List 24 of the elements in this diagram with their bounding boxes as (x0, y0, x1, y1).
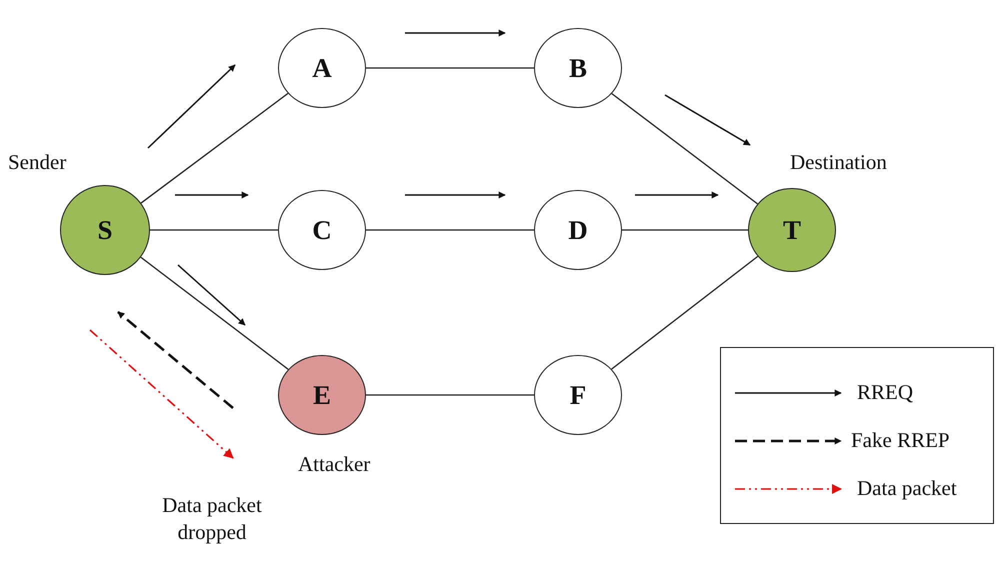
legend-label: Data packet (857, 476, 957, 501)
connector-line (622, 229, 748, 231)
node-label: F (570, 380, 586, 410)
node-caption: Destination (790, 150, 887, 175)
connector-line (366, 67, 534, 69)
connector-line (140, 256, 289, 370)
node-label: B (568, 52, 587, 84)
node-caption: Attacker (298, 452, 370, 477)
connector-line (150, 229, 278, 231)
connector-line (366, 394, 534, 396)
node-label: T (782, 214, 801, 246)
legend-label: Fake RREP (851, 428, 950, 453)
connector-line (140, 92, 288, 204)
connector-line (366, 229, 534, 231)
legend-label: RREQ (857, 380, 914, 405)
connector-line (611, 93, 758, 204)
node-label: A (312, 52, 332, 84)
node-caption: Sender (8, 150, 66, 175)
note-text: Data packet dropped (161, 492, 263, 546)
connector-line (611, 256, 758, 370)
node-label: E (312, 380, 331, 410)
node-label: D (568, 214, 588, 246)
node-label: C (312, 214, 332, 246)
node-label: S (97, 214, 113, 246)
